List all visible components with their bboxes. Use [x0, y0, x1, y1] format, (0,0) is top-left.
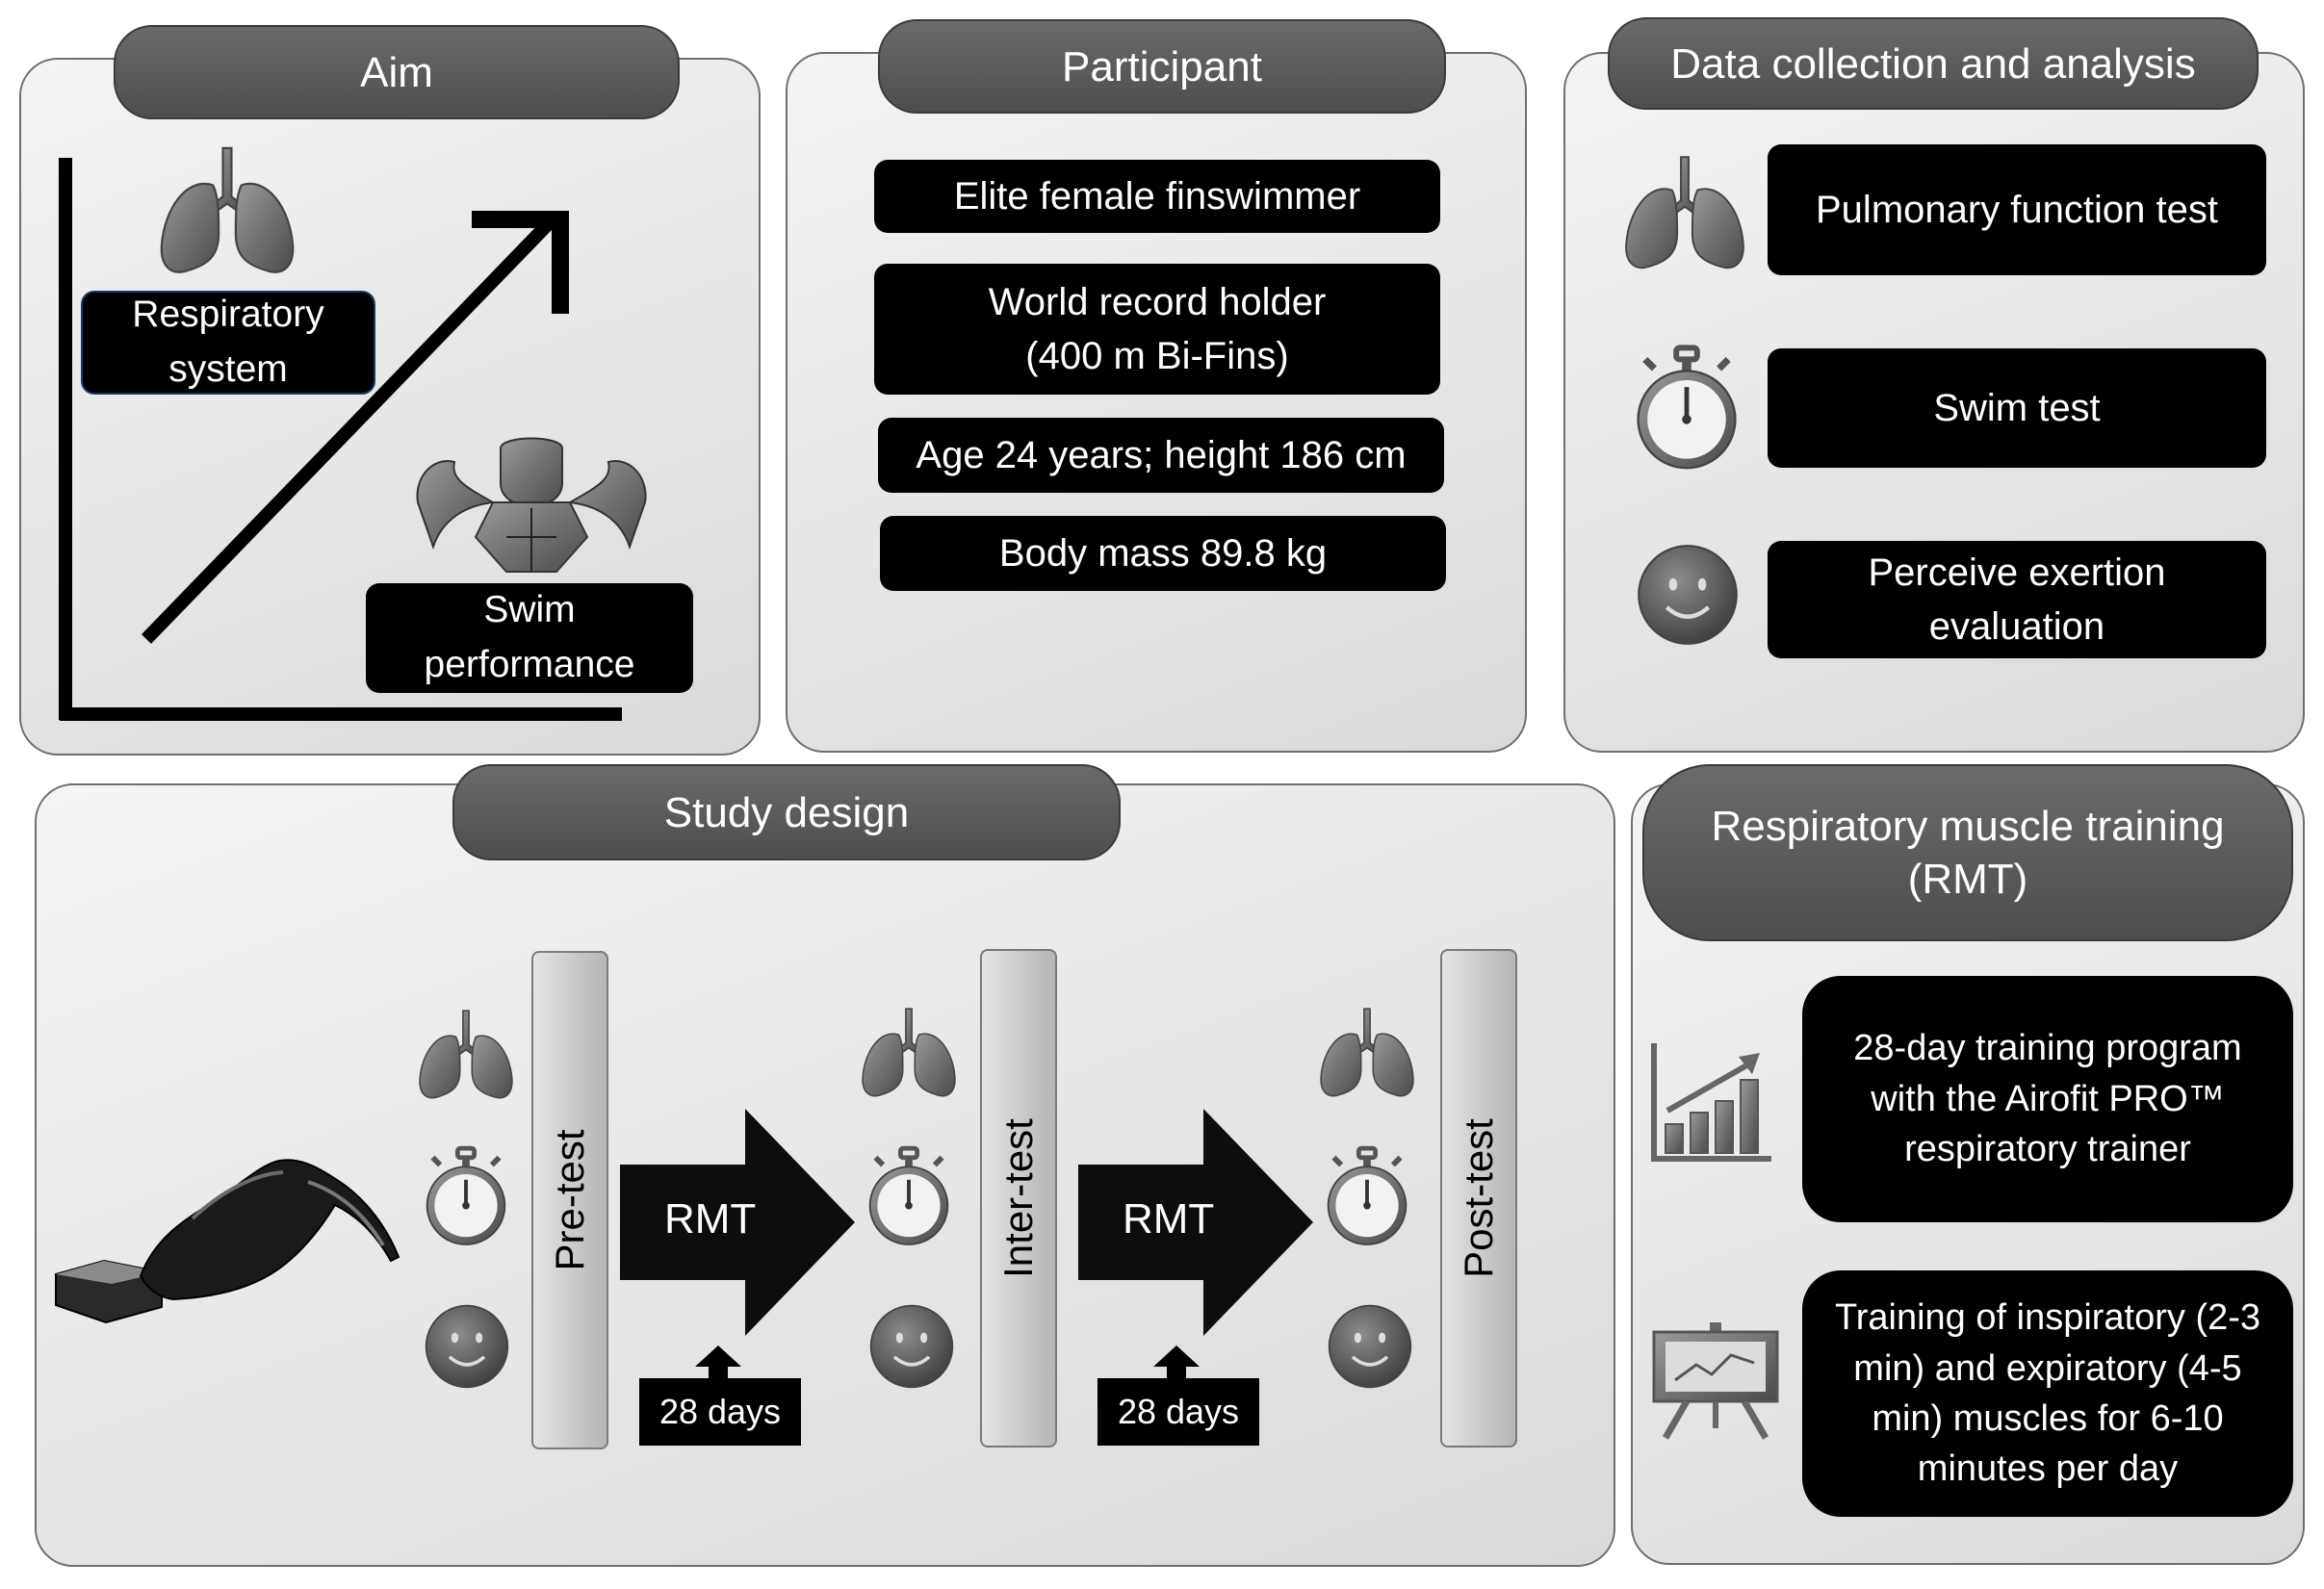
smiley-icon — [1631, 543, 1744, 647]
post-test-bar: Post-test — [1440, 949, 1517, 1448]
bar-chart-icon — [1651, 1043, 1771, 1162]
lungs-icon — [156, 142, 298, 285]
swim-performance-label: Swim performance — [424, 589, 635, 685]
lungs-icon — [1621, 152, 1748, 279]
inter-test-bar: Inter-test — [980, 949, 1057, 1448]
study-design-title: Study design — [663, 788, 910, 836]
smiley-icon — [1327, 1301, 1413, 1392]
participant-item-athlete: Elite female finswimmer — [874, 160, 1440, 233]
up-arrow-icon — [1153, 1346, 1200, 1380]
lungs-icon — [416, 1007, 516, 1107]
participant-item-record: World record holder (400 m Bi-Fins) — [874, 264, 1440, 395]
inter-test-label: Inter-test — [995, 1118, 1041, 1278]
rmt-arrow-icon — [1078, 1109, 1313, 1336]
swim-performance-box: Swim performance — [366, 583, 693, 693]
perceived-exertion-box: Perceive exertion evaluation — [1768, 541, 2266, 658]
rmt-arrow-icon — [620, 1109, 855, 1336]
participant-header: Participant — [878, 19, 1446, 114]
stopwatch-icon — [420, 1140, 512, 1255]
participant-item-age-height: Age 24 years; height 186 cm — [878, 418, 1444, 493]
lungs-icon — [1317, 1005, 1417, 1105]
participant-item-body-mass: Body mass 89.8 kg — [880, 516, 1446, 591]
post-test-label: Post-test — [1456, 1118, 1501, 1278]
rmt-title: Respiratory muscle training (RMT) — [1711, 803, 2225, 903]
rmt-arrow-label: RMT — [664, 1195, 757, 1243]
muscle-body-icon — [416, 437, 647, 573]
aim-axes-icon — [59, 158, 622, 721]
swimmer-icon — [55, 1159, 400, 1324]
stopwatch-icon — [1629, 337, 1744, 481]
data-collection-title: Data collection and analysis — [1670, 39, 2196, 88]
pulmonary-function-test-box: Pulmonary function test — [1768, 144, 2266, 275]
duration-tag: 28 days — [639, 1378, 801, 1446]
aim-title: Aim — [360, 48, 433, 96]
respiratory-system-label: Respiratory system — [132, 294, 324, 390]
rmt-header: Respiratory muscle training (RMT) — [1642, 764, 2293, 941]
participant-panel — [786, 52, 1527, 753]
stopwatch-icon — [863, 1140, 955, 1255]
respiratory-system-box: Respiratory system — [81, 291, 375, 395]
presentation-board-icon — [1652, 1322, 1779, 1440]
participant-title: Participant — [1062, 42, 1262, 90]
data-collection-header: Data collection and analysis — [1608, 17, 2259, 110]
pre-test-label: Pre-test — [547, 1129, 592, 1271]
study-design-header: Study design — [452, 764, 1121, 860]
aim-header: Aim — [114, 25, 680, 119]
up-arrow-icon — [695, 1346, 741, 1380]
stopwatch-icon — [1321, 1140, 1413, 1255]
lungs-icon — [859, 1005, 959, 1105]
pre-test-bar: Pre-test — [531, 951, 608, 1449]
training-program-box: 28-day training program with the Airofit… — [1802, 976, 2293, 1222]
swim-test-box: Swim test — [1768, 348, 2266, 468]
rmt-arrow-label: RMT — [1123, 1195, 1215, 1243]
duration-tag: 28 days — [1097, 1378, 1259, 1446]
training-details-box: Training of inspiratory (2-3 min) and ex… — [1802, 1270, 2293, 1517]
smiley-icon — [868, 1301, 955, 1392]
smiley-icon — [424, 1301, 510, 1392]
